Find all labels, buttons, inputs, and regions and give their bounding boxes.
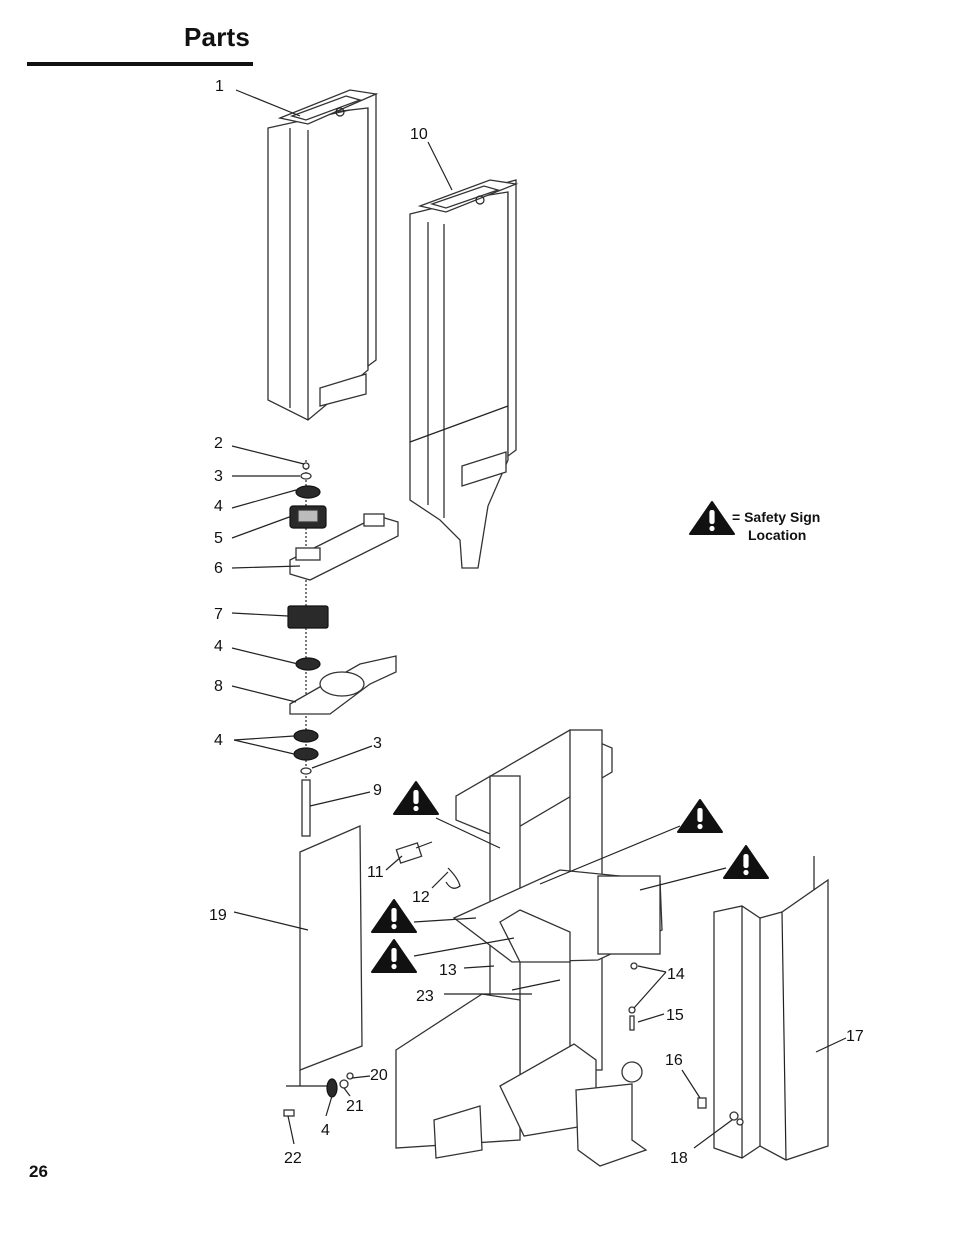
page-title: Parts [184,22,251,52]
callout-15: 15 [666,1007,684,1024]
callout-3b: 3 [373,735,382,752]
warning-triangle-icon [371,939,417,973]
leader-lines [231,89,847,1149]
warning-triangle-icon [371,899,417,933]
callout-4b: 4 [214,638,223,655]
callout-2: 2 [214,435,223,452]
callout-4: 4 [214,498,223,515]
part-1-upper-mast [267,89,379,421]
callout-10: 10 [410,126,428,143]
warning-triangle-icon [677,799,723,833]
warning-triangle-icon [393,781,439,815]
callout-6: 6 [214,560,223,577]
callout-22: 22 [284,1150,302,1167]
misc-hardware [628,962,744,1126]
callout-16: 16 [665,1052,683,1069]
callout-13: 13 [439,962,457,979]
callout-7: 7 [214,606,223,623]
legend-line-2: Location [748,527,807,543]
callout-9: 9 [373,782,382,799]
callout-1: 1 [215,78,224,95]
title-underline [27,62,253,66]
callout-20: 20 [370,1067,388,1084]
legend-line-1: = Safety Sign [732,509,821,525]
part-10-lower-mast [409,179,519,569]
part-19-side-panel [286,825,363,1087]
callout-4c: 4 [214,732,223,749]
callout-17: 17 [846,1028,864,1045]
callout-12: 12 [412,889,430,906]
callout-18: 18 [670,1150,688,1167]
callout-labels: 1 10 2 3 4 5 6 7 4 8 4 3 9 11 12 19 13 2… [209,78,864,1167]
page-number: 26 [29,1162,48,1181]
callout-21: 21 [346,1098,364,1115]
callout-19: 19 [209,907,227,924]
callout-14: 14 [667,966,685,983]
callout-11: 11 [367,864,384,881]
hardware-stack [287,460,399,837]
warning-triangle-icon [723,845,769,879]
callout-23: 23 [416,988,434,1005]
part-17-cover [713,856,829,1161]
main-frame-assembly [395,729,663,1167]
warning-triangle-icon [689,501,735,535]
callout-5: 5 [214,530,223,547]
part-11-12-pin-clip [395,841,461,889]
callout-8: 8 [214,678,223,695]
callout-3: 3 [214,468,223,485]
callout-4d: 4 [321,1122,330,1139]
panel-hardware [283,1072,354,1117]
safety-sign-legend: = Safety Sign Location [732,508,820,544]
